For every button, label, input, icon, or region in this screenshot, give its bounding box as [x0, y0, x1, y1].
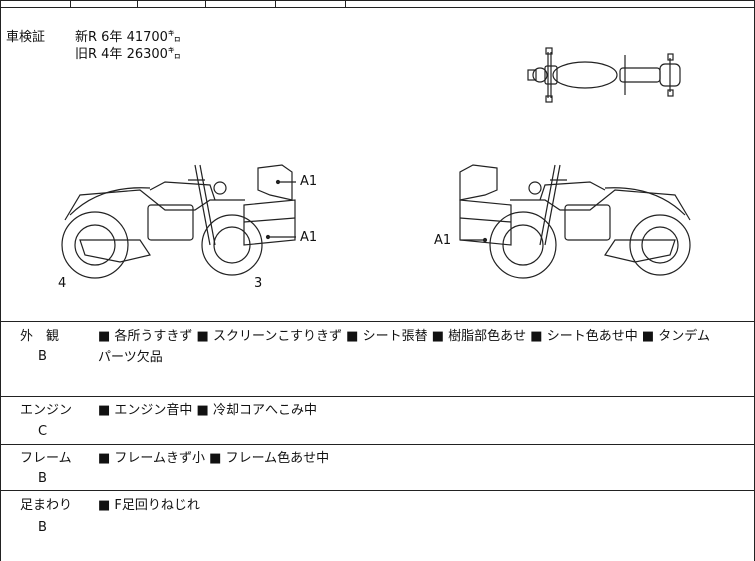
top-table-border: [0, 7, 755, 8]
row-note: ■ F足回りねじれ: [98, 498, 200, 513]
shaken-new: 新R 6年 41700㌔: [75, 30, 181, 45]
shaken-old: 旧R 4年 26300㌔: [75, 47, 181, 62]
damage-mark: A1: [434, 233, 452, 248]
right-side-bike-icon: [459, 164, 691, 279]
top-cell-divider: [275, 0, 276, 8]
row-divider: [0, 490, 755, 491]
shaken-label: 車検証: [6, 30, 46, 45]
top-cell-divider: [70, 0, 71, 8]
row-divider: [0, 444, 755, 445]
row-grade: B: [38, 520, 47, 535]
row-category: フレーム: [20, 451, 72, 466]
left-side-bike-icon: [61, 164, 296, 279]
row-divider: [0, 396, 755, 397]
damage-mark: A1: [300, 230, 318, 245]
wheel-label: 3: [254, 276, 263, 291]
row-grade: B: [38, 471, 47, 486]
top-table-edge: [0, 0, 755, 1]
top-view-bike-icon: [527, 47, 681, 103]
row-note: ■ フレームきず小 ■ フレーム色あせ中: [98, 451, 330, 466]
top-cell-divider: [205, 0, 206, 8]
top-cell-divider: [345, 0, 346, 8]
left-border: [0, 0, 1, 561]
top-cell-divider: [137, 0, 138, 8]
row-category: エンジン: [20, 403, 73, 418]
row-category: 外 観: [20, 329, 60, 344]
wheel-label: 4: [58, 276, 67, 291]
row-note: ■ エンジン音中 ■ 冷却コアへこみ中: [98, 403, 317, 418]
row-category: 足まわり: [20, 498, 73, 513]
motorcycle-diagram: [61, 47, 691, 279]
row-grade: B: [38, 349, 47, 364]
row-grade: C: [38, 424, 48, 439]
damage-mark: A1: [300, 174, 318, 189]
row-note: パーツ欠品: [98, 350, 163, 365]
row-note: ■ 各所うすきず ■ スクリーンこすりきず ■ シート張替 ■ 樹脂部色あせ ■…: [98, 329, 710, 344]
diagram-bottom-border: [0, 321, 755, 322]
